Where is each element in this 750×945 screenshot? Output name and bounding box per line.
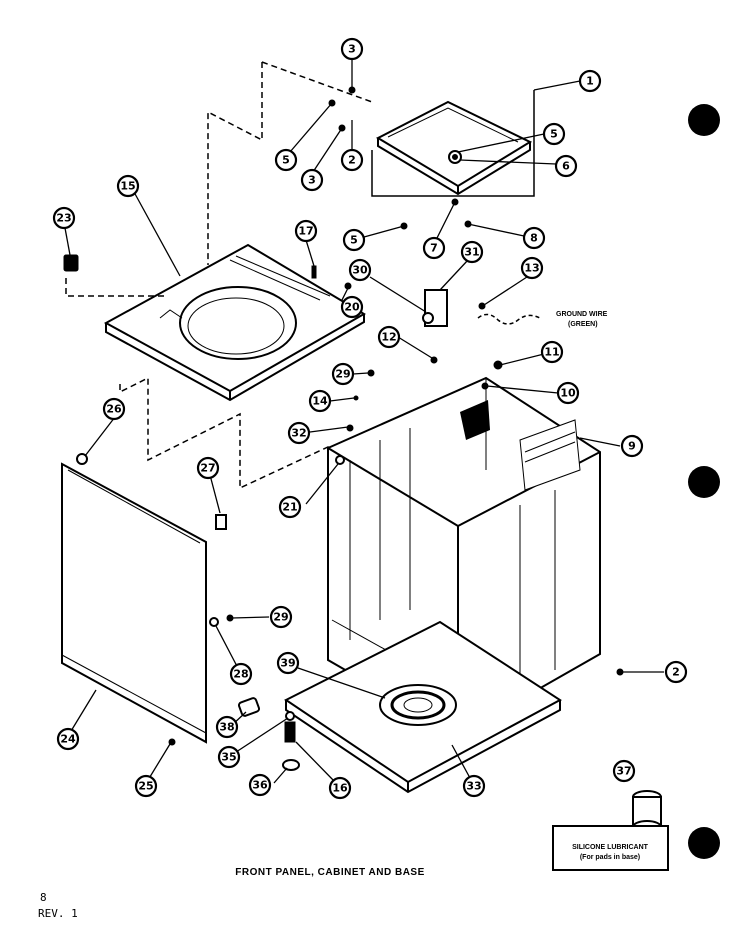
lubricant-note: (For pads in base) [580,854,640,861]
hardware [63,86,624,771]
binder-hole-middle [688,466,720,498]
ground-wire-label: GROUND WIRE [556,311,608,318]
callout-15: 15 [120,180,135,193]
callout-32: 32 [291,427,306,440]
callout-2-top: 2 [348,154,356,167]
callout-31: 31 [464,246,479,259]
callout-5-left: 5 [282,154,290,167]
front-panel [61,462,207,744]
callout-3-top: 3 [348,43,356,56]
dashed-guides [65,61,373,490]
binder-hole-bottom [688,827,720,859]
callout-17: 17 [298,225,313,238]
callout-9: 9 [628,440,636,453]
callout-33: 33 [466,780,481,793]
callout-6: 6 [562,160,570,173]
callout-10: 10 [560,387,576,400]
revision-label: REV. 1 [38,907,78,920]
diagram-title: FRONT PANEL, CABINET AND BASE [235,867,425,878]
callout-11: 11 [544,346,559,359]
callout-30: 30 [352,264,368,277]
callout-13: 13 [524,262,539,275]
callout-1: 1 [586,75,594,88]
ground-wire-color: (GREEN) [568,321,598,328]
callout-12: 12 [381,331,396,344]
callout-37: 37 [616,765,631,778]
callout-36: 36 [252,779,268,792]
callout-29-lower: 29 [273,611,288,624]
callout-8: 8 [530,232,538,245]
callout-25: 25 [138,780,153,793]
callout-23: 23 [56,212,71,225]
callout-16: 16 [332,782,348,795]
top-cover [375,100,533,196]
callout-20: 20 [344,301,360,314]
cabinet-top [103,243,366,402]
callout-39: 39 [280,657,295,670]
base [284,620,562,794]
callout-labels: 1 2 2 3 3 5 5 5 6 7 8 9 10 11 12 13 14 1… [56,43,679,795]
callout-27: 27 [200,462,215,475]
cover-bracket [371,90,535,197]
lubricant-box [552,825,669,871]
callout-26: 26 [106,403,122,416]
callout-balloons [52,37,688,800]
callout-5-mid: 5 [350,234,358,247]
callout-35: 35 [221,751,236,764]
callout-2-right: 2 [672,666,680,679]
leader-lines [64,58,664,786]
callout-7: 7 [430,242,438,255]
callout-3-lower: 3 [308,174,316,187]
binder-hole-top [688,104,720,136]
callout-38: 38 [219,721,234,734]
page-number: 8 [40,891,47,904]
callout-28: 28 [233,668,248,681]
callout-29-upper: 29 [335,368,350,381]
ground-wire [477,313,541,325]
lubricant-title: SILICONE LUBRICANT [572,844,649,851]
callout-14: 14 [312,395,328,408]
callout-21: 21 [282,501,297,514]
callout-24: 24 [60,733,76,746]
callout-5-cover: 5 [550,128,558,141]
